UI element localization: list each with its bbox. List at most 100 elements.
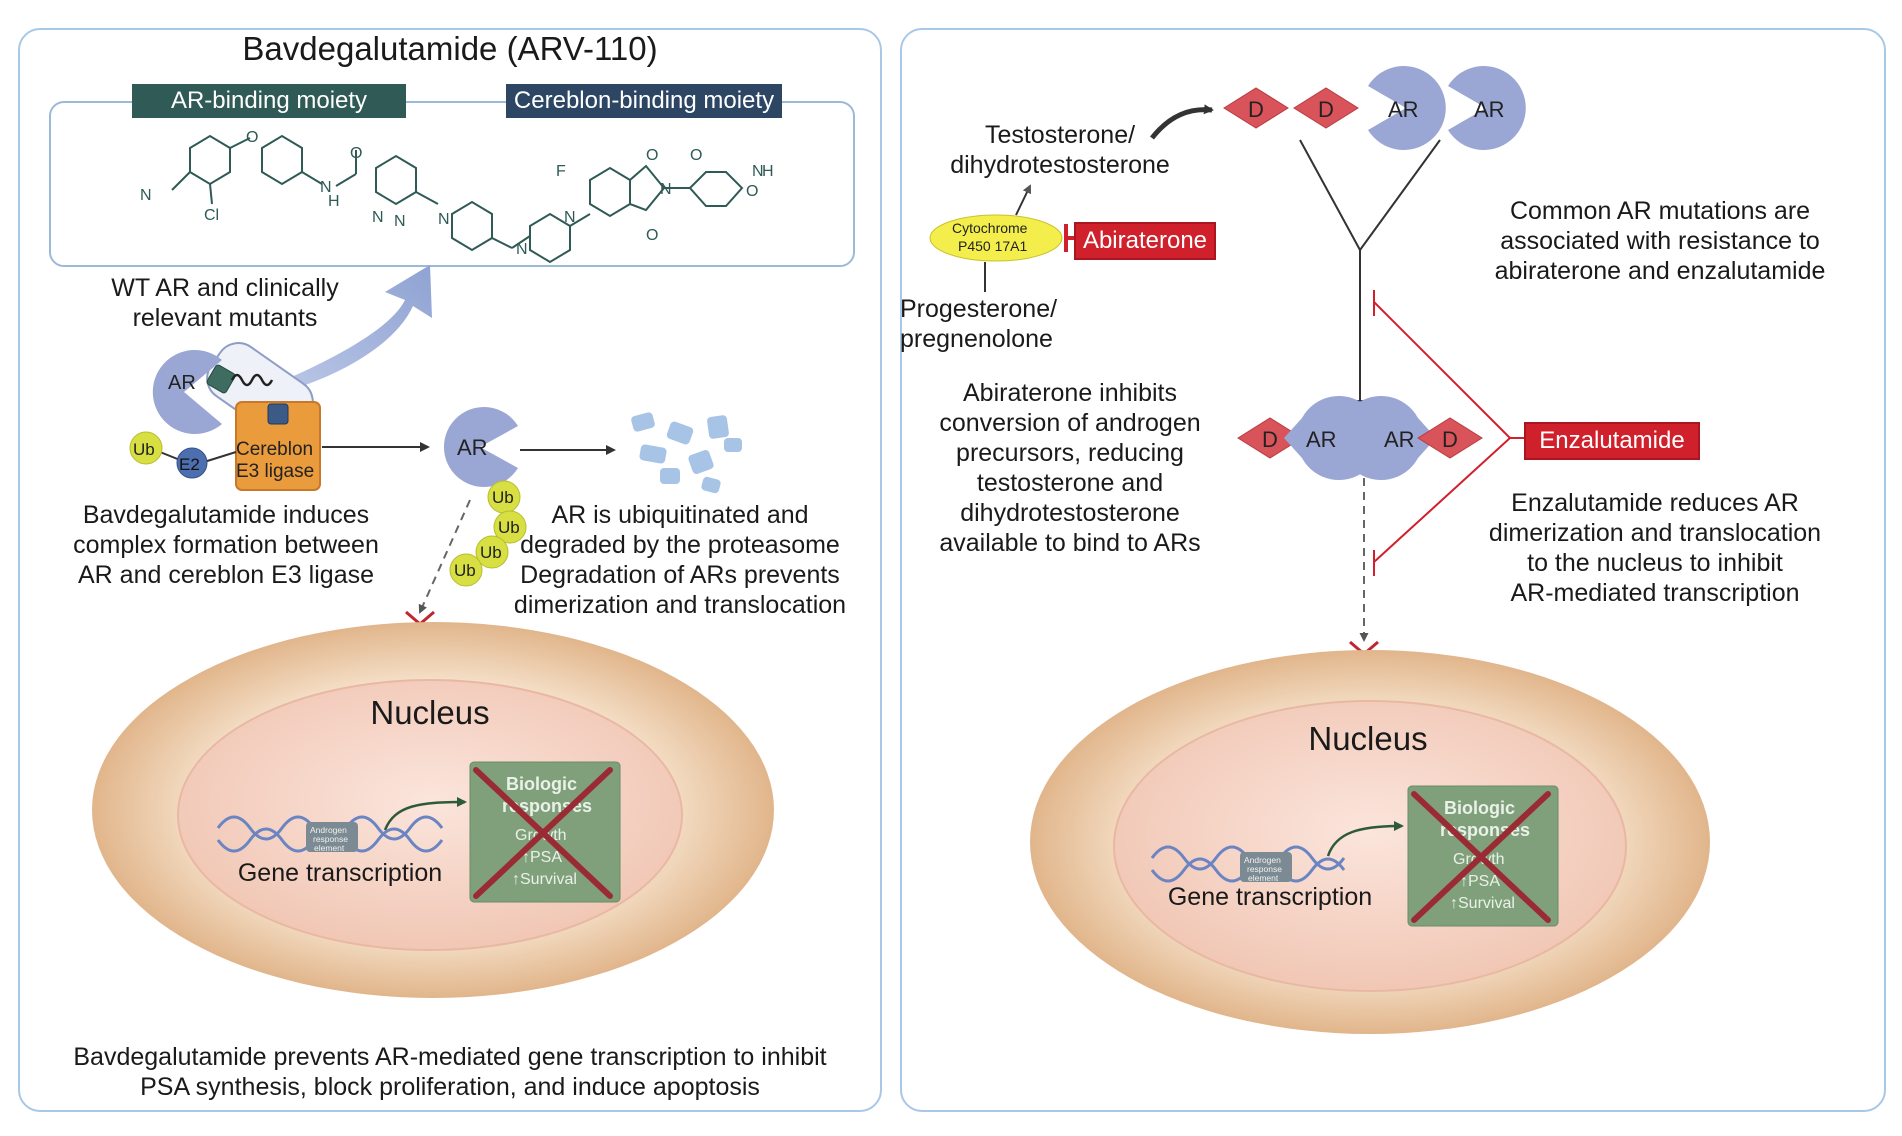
androgen-response-element-right: [1240, 852, 1292, 882]
mutations-text: Common AR mutations are associated with …: [1480, 196, 1840, 286]
enzalutamide-line: AR-mediated transcription: [1510, 579, 1800, 607]
ubiquitinated-line: degraded by the proteasome: [520, 531, 840, 559]
e2-label: E2: [179, 455, 200, 474]
d-diamond: [1417, 417, 1483, 459]
structure-arrow: [285, 265, 432, 390]
wt-ar-text: WT AR and clinically relevant mutants: [80, 273, 370, 333]
d-label: D: [1442, 427, 1458, 452]
abiraterone-line: Abiraterone inhibits: [962, 379, 1177, 407]
ar-label: AR: [168, 372, 196, 394]
ar-label: AR: [457, 435, 488, 460]
cereblon-box: [235, 401, 321, 491]
ar-label: AR: [1306, 427, 1337, 452]
induces-line: AR and cereblon E3 ligase: [77, 561, 375, 589]
wt-ar-line: WT AR and clinically: [111, 274, 339, 302]
testosterone-text: Testosterone/ dihydrotestosterone: [950, 120, 1170, 180]
bio-box-item: ↑PSA: [1460, 873, 1500, 890]
atom-label: O: [690, 147, 702, 164]
abiraterone-tag: Abiraterone: [1074, 222, 1216, 260]
atom-label: N: [372, 209, 384, 226]
androgen-element-text: Androgen: [1244, 855, 1281, 865]
left-title: Bavdegalutamide (ARV-110): [242, 30, 658, 67]
ubiquitinated-text: AR is ubiquitinated and degraded by the …: [510, 500, 850, 620]
bio-box-item: ↑PSA: [522, 849, 562, 866]
cyp450-ellipse: [929, 214, 1063, 262]
enzalutamide-line: to the nucleus to inhibit: [1527, 549, 1783, 577]
ubiquitinated-line: AR is ubiquitinated and: [551, 501, 809, 529]
bottom-line: Bavdegalutamide prevents AR-mediated gen…: [73, 1043, 827, 1071]
nucleus-label-right: Nucleus: [1308, 720, 1428, 757]
d-label: D: [1248, 97, 1264, 122]
atom-label: N: [516, 241, 528, 258]
cereblon-e2-link: [203, 451, 237, 463]
androgen-element-text: Androgen: [310, 825, 347, 835]
abiraterone-line: available to bind to ARs: [939, 529, 1201, 557]
atom-label: O: [746, 183, 758, 200]
atom-label: O: [646, 227, 658, 244]
cereblon-ligand-square: [267, 403, 289, 425]
chemical-structure: [171, 134, 744, 264]
atom-label: N: [394, 213, 406, 230]
ar-label: AR: [1388, 97, 1419, 122]
abiraterone-line: precursors, reducing: [956, 439, 1184, 467]
gene-transcription-left: Gene transcription: [237, 859, 443, 887]
atom-label: N: [564, 209, 576, 226]
ar-binding-moiety-tag: AR-binding moiety: [132, 84, 406, 118]
bio-box-title: Biologic: [506, 774, 577, 794]
d-label: D: [1262, 427, 1278, 452]
testosterone-line: Testosterone/: [984, 121, 1136, 149]
gene-transcription-right: Gene transcription: [1167, 883, 1373, 911]
cyp-to-testosterone-arrow: [1015, 184, 1032, 216]
ar-pacman-ubiquitinated: [443, 406, 518, 487]
prevents-line: dimerization and translocation: [513, 591, 847, 619]
enzalutamide-line: dimerization and translocation: [1488, 519, 1822, 547]
induces-text: Bavdegalutamide induces complex formatio…: [56, 500, 396, 590]
enzalutamide-line: Enzalutamide reduces AR: [1511, 489, 1799, 517]
transcription-arrow-left: [383, 797, 467, 831]
mutations-line: associated with resistance to: [1500, 227, 1820, 255]
ub-circle: [129, 431, 163, 465]
progesterone-line: Progesterone/: [900, 295, 1058, 323]
linker-squiggle: [230, 373, 274, 387]
wt-ar-line: relevant mutants: [132, 304, 318, 332]
ar-pacman: [1448, 66, 1526, 151]
androgen-element-text: response: [313, 834, 348, 844]
ar-label: AR: [1384, 427, 1415, 452]
bio-box-item: ↑Survival: [1450, 895, 1515, 912]
cereblon-label: Cereblon: [236, 439, 313, 460]
ub-circle: [493, 510, 527, 544]
cyp-label: P450 17A1: [958, 238, 1027, 254]
abiraterone-line: testosterone and: [976, 469, 1164, 497]
cereblon-binding-moiety-tag: Cereblon-binding moiety: [506, 84, 782, 118]
progesterone-text: Progesterone/ pregnenolone: [900, 294, 1070, 354]
ar-pacman: [1339, 396, 1436, 480]
ar-pacman: [1368, 66, 1446, 151]
androgen-element-text: element: [1248, 873, 1279, 883]
cereblon-label: E3 ligase: [236, 461, 314, 482]
atom-label: N: [752, 163, 764, 180]
induces-line: Bavdegalutamide induces: [82, 501, 370, 529]
chemical-atom-labels: N Cl O H N O N N N N N F O N O H N O O: [140, 129, 774, 258]
ub-circle: [475, 535, 509, 569]
cyp-label: Cytochrome: [952, 220, 1028, 236]
ar-ligand-square: [206, 364, 236, 394]
ub-label: Ub: [133, 440, 155, 459]
testosterone-line: dihydrotestosterone: [950, 151, 1170, 179]
atom-label: H: [328, 193, 340, 210]
ub-label: Ub: [498, 518, 520, 537]
ub-label: Ub: [492, 488, 514, 507]
androgen-element-text: element: [314, 843, 345, 853]
ar-label: AR: [1474, 97, 1505, 122]
ub-circle: [449, 553, 483, 587]
bottom-line: PSA synthesis, block proliferation, and …: [140, 1073, 760, 1101]
degraded-fragments: [631, 412, 742, 494]
bio-box-item: ↑Survival: [512, 871, 577, 888]
d-diamond: [1293, 87, 1359, 129]
testosterone-arrow: [1150, 104, 1214, 140]
atom-label: O: [246, 129, 258, 146]
androgen-response-element-left: [306, 822, 358, 852]
atom-label: N: [660, 181, 672, 198]
blocked-x-icon: [1411, 791, 1551, 923]
